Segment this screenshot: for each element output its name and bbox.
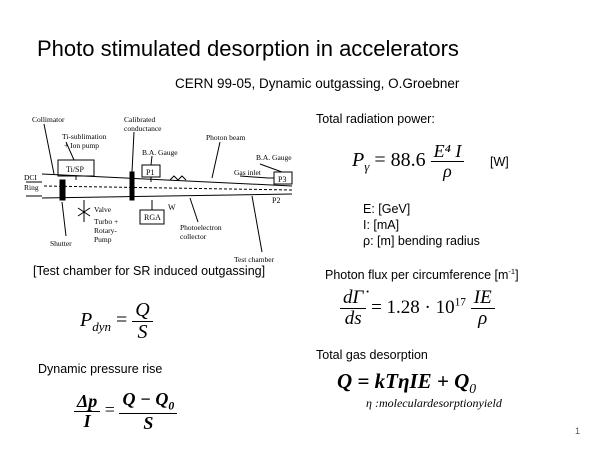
- label-photon-beam: Photon beam: [206, 133, 246, 142]
- label-ba-gauge-1: B.A. Gauge: [142, 148, 178, 157]
- label-rotary: Rotary-: [94, 226, 117, 235]
- label-turbo: Turbo +: [94, 217, 118, 226]
- radiation-heading: Total radiation power:: [316, 112, 435, 126]
- def-bending-radius: ρ: [m] bending radius: [363, 234, 480, 248]
- label-gas-inlet: Gas inlet: [234, 168, 262, 177]
- reference-citation: CERN 99-05, Dynamic outgassing, O.Groebn…: [175, 76, 460, 91]
- diagram-caption: [Test chamber for SR induced outgassing]: [33, 264, 266, 278]
- label-ti-sub: Ti-sublimation: [62, 132, 107, 141]
- gas-desorption-heading: Total gas desorption: [316, 348, 428, 362]
- label-ion-pump: + Ion pump: [64, 141, 99, 150]
- def-current: I: [mA]: [363, 218, 400, 232]
- label-ba-gauge-2: B.A. Gauge: [256, 153, 292, 162]
- photon-flux-heading: Photon flux per circumference [m-1]: [325, 267, 519, 283]
- radiation-formula: Pγ = 88.6 E⁴ I ρ: [352, 142, 465, 181]
- label-dci: DCI: [24, 173, 37, 182]
- photon-flux-formula: dΓ̇ ds = 1.28 · 1017 IE ρ: [340, 288, 495, 329]
- label-p1: P1: [146, 168, 154, 177]
- label-collimator: Collimator: [32, 115, 65, 124]
- gas-desorption-formula: Q = kTηIE + Q0: [337, 369, 477, 397]
- label-photoelectron: Photoelectron: [180, 223, 222, 232]
- radiation-unit: [W]: [490, 155, 509, 169]
- label-ring: Ring: [24, 183, 39, 192]
- dynamic-pressure-formula: Pdyn = Q S: [80, 300, 153, 343]
- label-calibrated: Calibrated: [124, 115, 155, 124]
- def-energy: E: [GeV]: [363, 202, 411, 216]
- label-p2: P2: [272, 196, 280, 205]
- dynamic-pressure-caption: Dynamic pressure rise: [38, 362, 163, 376]
- test-chamber-diagram: Collimator Ti-sublimation + Ion pump Cal…: [24, 115, 293, 264]
- label-rga: RGA: [144, 213, 161, 222]
- label-ti-sp: Ti/SP: [66, 165, 85, 174]
- label-p3: P3: [278, 175, 286, 184]
- label-pump: Pump: [94, 235, 112, 244]
- slide-title: Photo stimulated desorption in accelerat…: [37, 36, 459, 61]
- eta-definition: η :moleculardesorptionyield: [366, 396, 502, 410]
- label-conductance: conductance: [124, 124, 162, 133]
- label-valve: Valve: [94, 205, 112, 214]
- label-collector: collector: [180, 232, 207, 241]
- label-w: W: [168, 203, 176, 212]
- page-number: 1: [575, 426, 581, 436]
- label-test-chamber: Test chamber: [234, 255, 275, 264]
- label-shutter: Shutter: [50, 239, 72, 248]
- pressure-rise-formula: Δp I = Q − Q0 S: [74, 390, 178, 433]
